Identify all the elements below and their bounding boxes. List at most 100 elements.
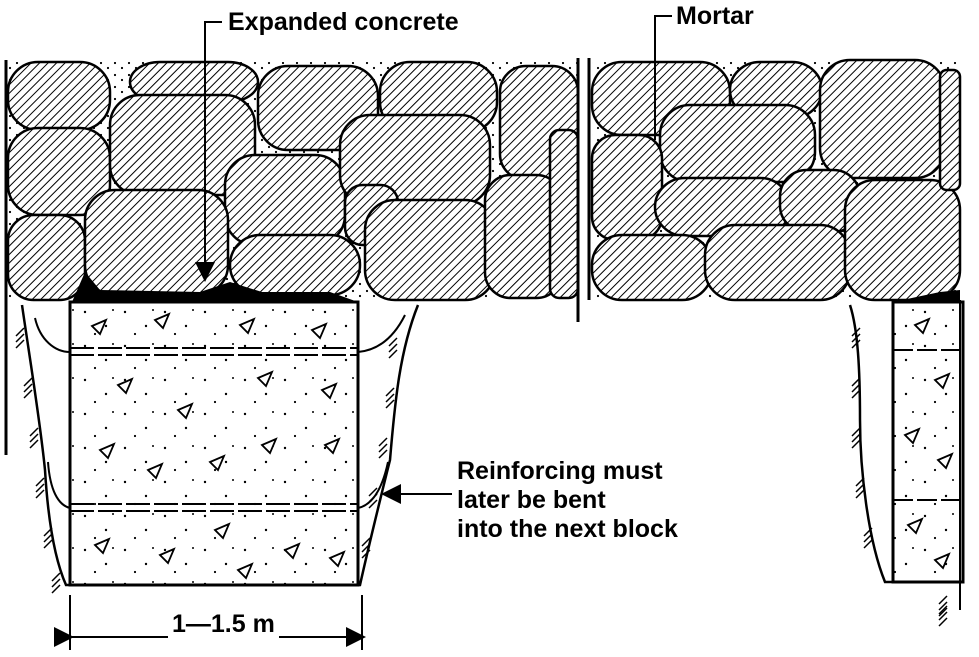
mortar-leader bbox=[654, 15, 672, 140]
aggregate-stone bbox=[328, 550, 346, 568]
aggregate-stone bbox=[158, 547, 176, 565]
label-reinforcing-line-2: later be bent bbox=[457, 486, 606, 514]
aggregate-stone bbox=[176, 402, 194, 420]
ground-tick bbox=[855, 483, 865, 493]
stone bbox=[223, 153, 347, 247]
ground-tick bbox=[43, 539, 53, 549]
aggregate-stone bbox=[320, 382, 338, 400]
aggregate-left bbox=[90, 312, 346, 580]
ground-tick bbox=[29, 427, 39, 437]
stone bbox=[590, 233, 714, 302]
aggregate-stone bbox=[153, 312, 171, 330]
ground-tick bbox=[855, 489, 865, 499]
aggregate-stone bbox=[146, 462, 164, 480]
stone bbox=[658, 103, 817, 184]
aggregate-stone bbox=[236, 562, 254, 580]
ground-tick bbox=[51, 578, 61, 588]
aggregate-stone bbox=[238, 317, 256, 335]
aggregate-stone bbox=[310, 322, 328, 340]
ground-hatching bbox=[15, 327, 948, 627]
stone bbox=[363, 198, 497, 302]
ground-tick bbox=[51, 572, 61, 582]
label-mortar: Mortar bbox=[676, 2, 754, 30]
ground-tick bbox=[388, 337, 398, 347]
label-expanded-concrete: Expanded concrete bbox=[228, 8, 459, 36]
ground-tick bbox=[863, 527, 873, 537]
ground-tick bbox=[388, 349, 398, 359]
expanded-concrete-layer bbox=[72, 272, 358, 302]
label-reinforcing-line-1: Reinforcing must bbox=[457, 457, 663, 485]
ground-tick bbox=[15, 327, 25, 337]
excavation-outline-right bbox=[848, 304, 960, 584]
ground-tick bbox=[851, 427, 861, 437]
label-reinforcing-line-3: into the next block bbox=[457, 515, 678, 543]
label-reinforcing: Reinforcing must later be bent into the … bbox=[457, 457, 678, 544]
ground-tick bbox=[15, 339, 25, 349]
ground-tick bbox=[863, 539, 873, 549]
stone bbox=[938, 68, 962, 192]
aggregate-stone bbox=[913, 317, 931, 335]
ground-tick bbox=[851, 327, 861, 337]
ground-tick bbox=[385, 387, 395, 397]
ground-tick bbox=[29, 433, 39, 443]
aggregate-stone bbox=[906, 517, 924, 535]
stone bbox=[843, 178, 962, 302]
ground-tick bbox=[851, 333, 861, 343]
ground-tick bbox=[43, 533, 53, 543]
ground-tick bbox=[938, 607, 948, 617]
ground-tick bbox=[938, 611, 948, 621]
ground-tick bbox=[851, 439, 861, 449]
stone bbox=[83, 188, 230, 297]
aggregate-stone bbox=[936, 452, 954, 470]
ground-tick bbox=[855, 477, 865, 487]
concrete-block-right bbox=[891, 300, 965, 584]
aggregate-stone bbox=[283, 542, 301, 560]
aggregate-stone bbox=[208, 454, 226, 472]
stone bbox=[818, 58, 947, 180]
stone bbox=[6, 213, 87, 302]
aggregate-stone bbox=[323, 437, 341, 455]
label-dimension: 1—1.5 m bbox=[168, 610, 279, 639]
aggregate-stone bbox=[93, 537, 111, 555]
ground-tick bbox=[361, 543, 371, 553]
aggregate-stone bbox=[90, 318, 108, 336]
ground-tick bbox=[35, 477, 45, 487]
stone bbox=[703, 223, 852, 302]
ground-tick bbox=[43, 527, 53, 537]
stone bbox=[6, 60, 112, 132]
concrete-block-left bbox=[68, 300, 360, 587]
ground-tick bbox=[938, 617, 948, 627]
ground-tick bbox=[863, 533, 873, 543]
ground-tick bbox=[361, 549, 371, 559]
ground-tick bbox=[851, 433, 861, 443]
ground-tick bbox=[938, 595, 948, 605]
ground-tick bbox=[851, 383, 861, 393]
ground-tick bbox=[385, 393, 395, 403]
aggregate-stone bbox=[260, 437, 278, 455]
ground-tick bbox=[23, 383, 33, 393]
formwork-sheet-left bbox=[34, 314, 406, 353]
stone bbox=[548, 128, 580, 300]
ground-tick bbox=[15, 333, 25, 343]
ground-tick bbox=[23, 377, 33, 387]
ground-tick bbox=[378, 437, 388, 447]
aggregate-stone bbox=[933, 552, 951, 570]
ground-tick bbox=[851, 389, 861, 399]
stone-masonry bbox=[6, 58, 962, 302]
ground-tick bbox=[938, 605, 948, 615]
stone bbox=[590, 133, 664, 242]
ground-tick bbox=[35, 489, 45, 499]
ground-tick bbox=[388, 343, 398, 353]
aggregate-stone bbox=[256, 370, 274, 388]
ground-tick bbox=[385, 399, 395, 409]
ground-tick bbox=[938, 601, 948, 611]
ground-tick bbox=[35, 483, 45, 493]
aggregate-stone bbox=[933, 372, 951, 390]
ground-tick bbox=[851, 339, 861, 349]
ground-tick bbox=[378, 443, 388, 453]
ground-tick bbox=[29, 439, 39, 449]
aggregate-stone bbox=[116, 377, 134, 395]
aggregate-right bbox=[903, 317, 954, 570]
expanded-concrete-right bbox=[893, 290, 960, 302]
